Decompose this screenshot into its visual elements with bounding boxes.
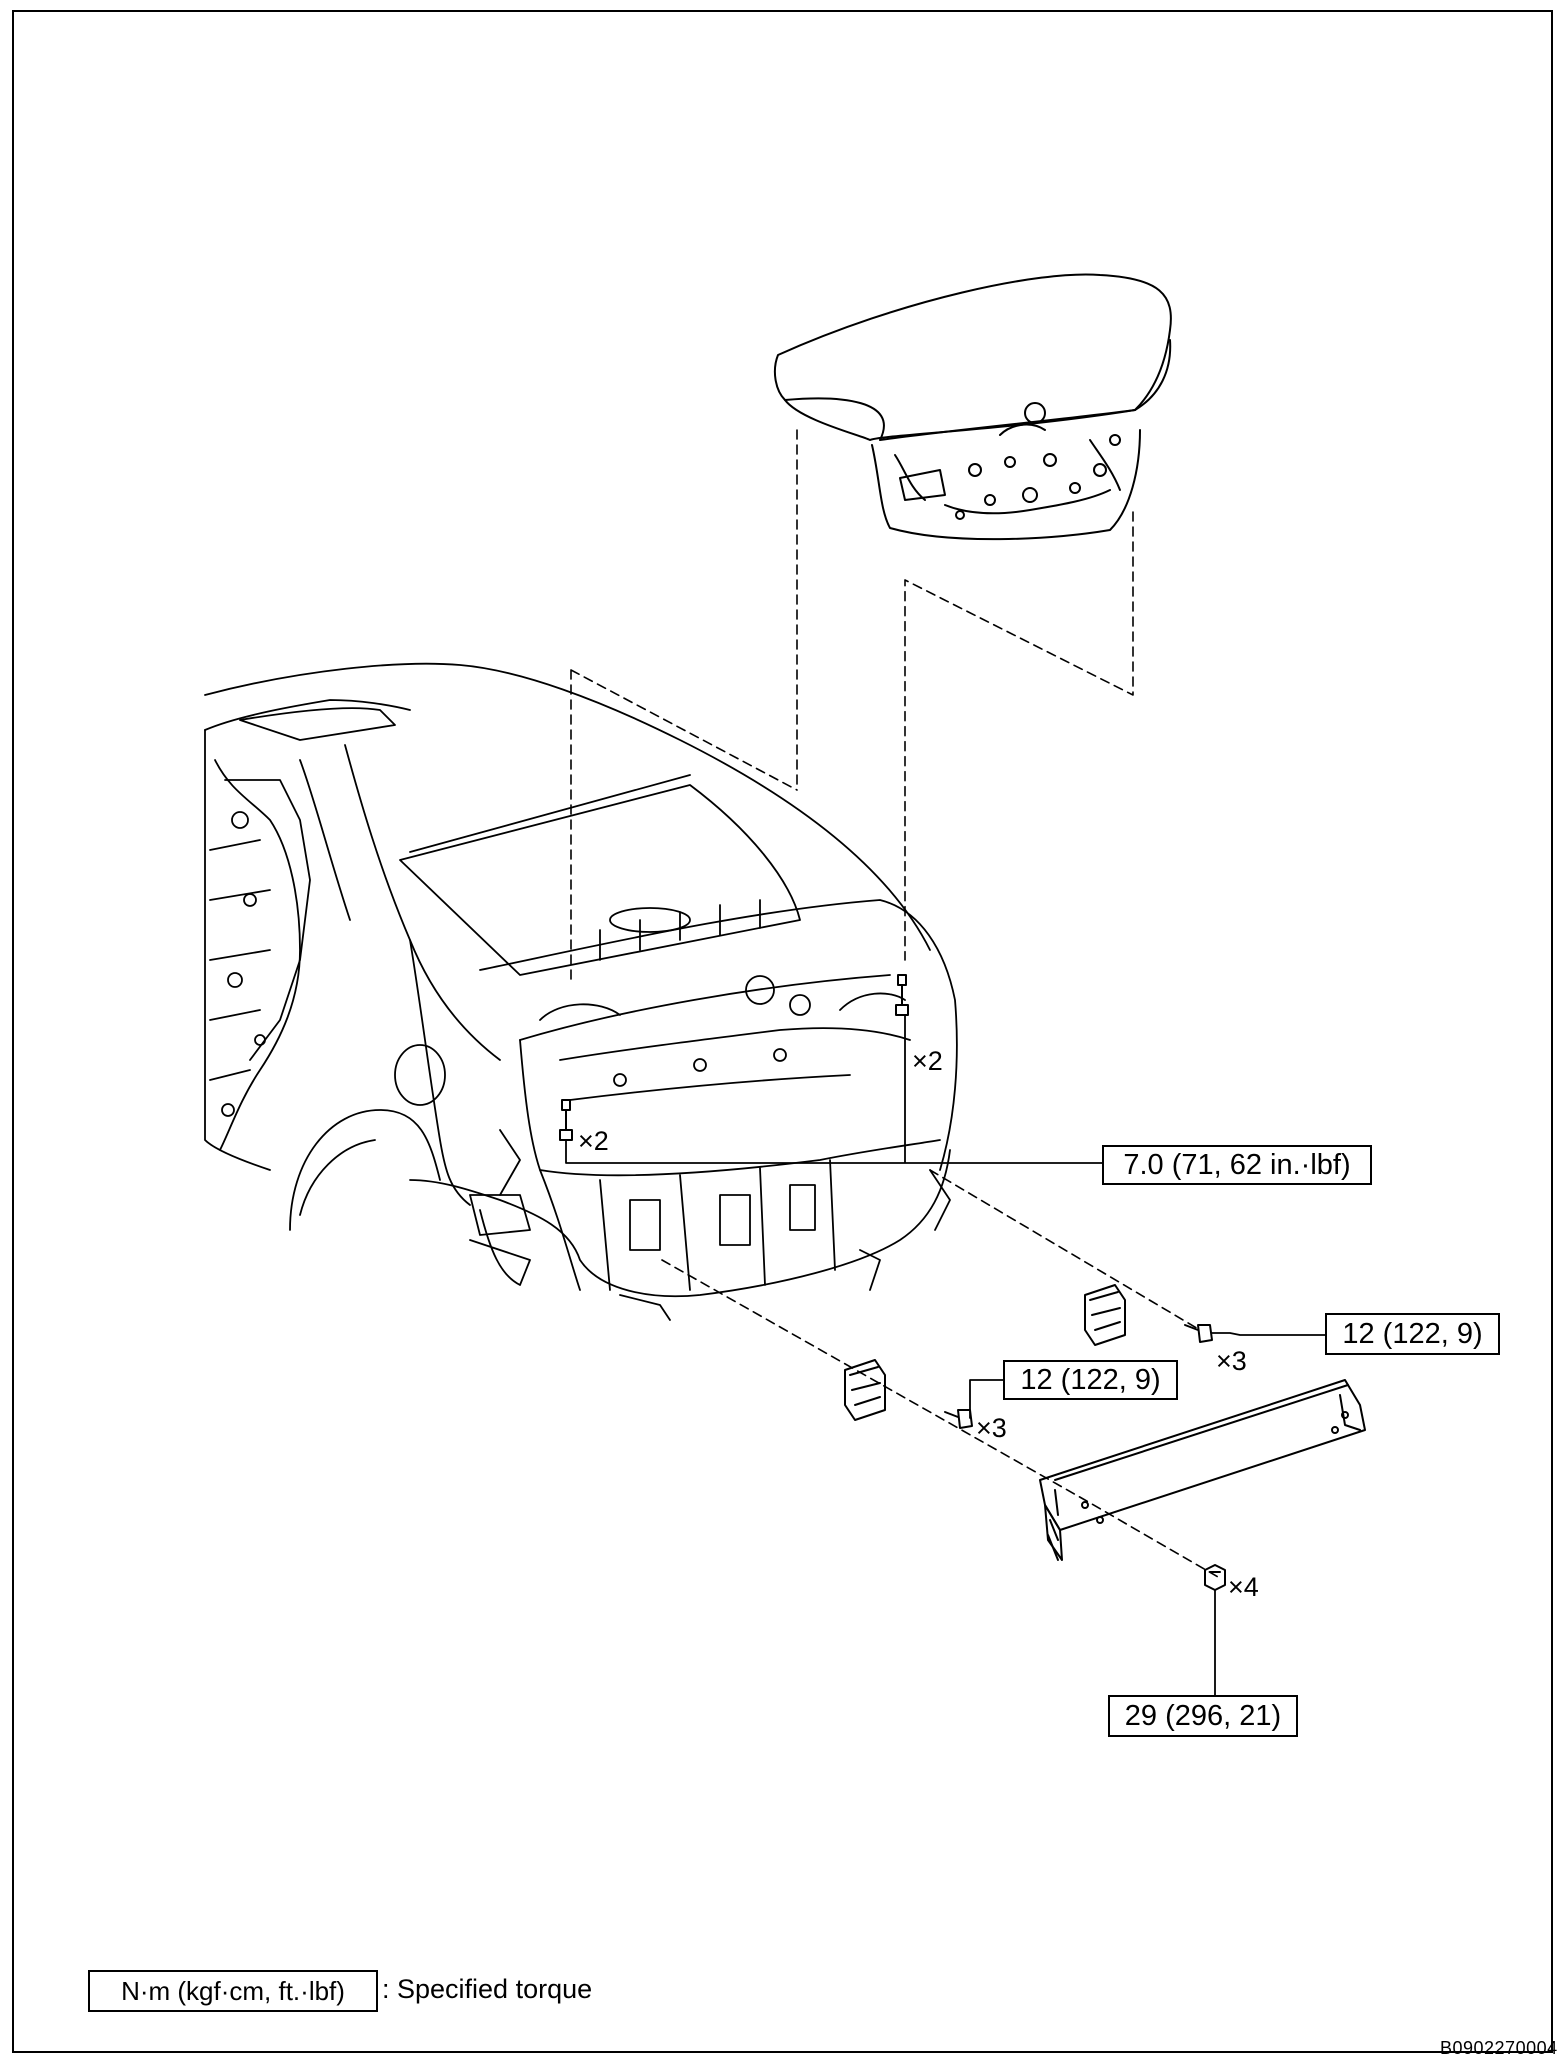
luggage-compartment-door: [773, 273, 1172, 541]
bracket-bolt-left: [944, 1409, 973, 1429]
quantity-reinforcement-nuts: ×4: [1228, 1572, 1259, 1602]
alignment-lines: [570, 429, 1219, 1578]
hinge-bolt-right: [895, 974, 909, 1016]
reinforcement-nut: [1204, 1564, 1226, 1591]
hinge-bolt-left: [559, 1099, 573, 1141]
torque-callout-hinge-bolts: 7.0 (71, 62 in.·lbf): [1102, 1145, 1372, 1185]
bracket-right: [1084, 1284, 1126, 1346]
torque-callout-right-bracket: 12 (122, 9): [1325, 1313, 1500, 1355]
bumper-reinforcement: [1039, 1379, 1366, 1561]
quantity-hinge-left: ×2: [578, 1126, 609, 1156]
torque-callout-reinforcement-nuts: 29 (296, 21): [1108, 1695, 1298, 1737]
bracket-left: [844, 1359, 886, 1421]
torque-callout-left-bracket: 12 (122, 9): [1003, 1360, 1178, 1400]
quantity-bracket-left-bolts: ×3: [976, 1413, 1007, 1443]
vehicle-body: [204, 662, 958, 1321]
quantity-hinge-right: ×2: [912, 1046, 943, 1076]
quantity-bracket-right-bolts: ×3: [1216, 1346, 1247, 1376]
bracket-bolt-right: [1184, 1324, 1213, 1343]
legend-unit-box: N·m (kgf·cm, ft.·lbf): [88, 1970, 378, 2012]
figure-id: B0902270004: [1440, 2038, 1558, 2058]
legend-description: : Specified torque: [382, 1974, 593, 2004]
diagram-frame: [12, 10, 1553, 2053]
